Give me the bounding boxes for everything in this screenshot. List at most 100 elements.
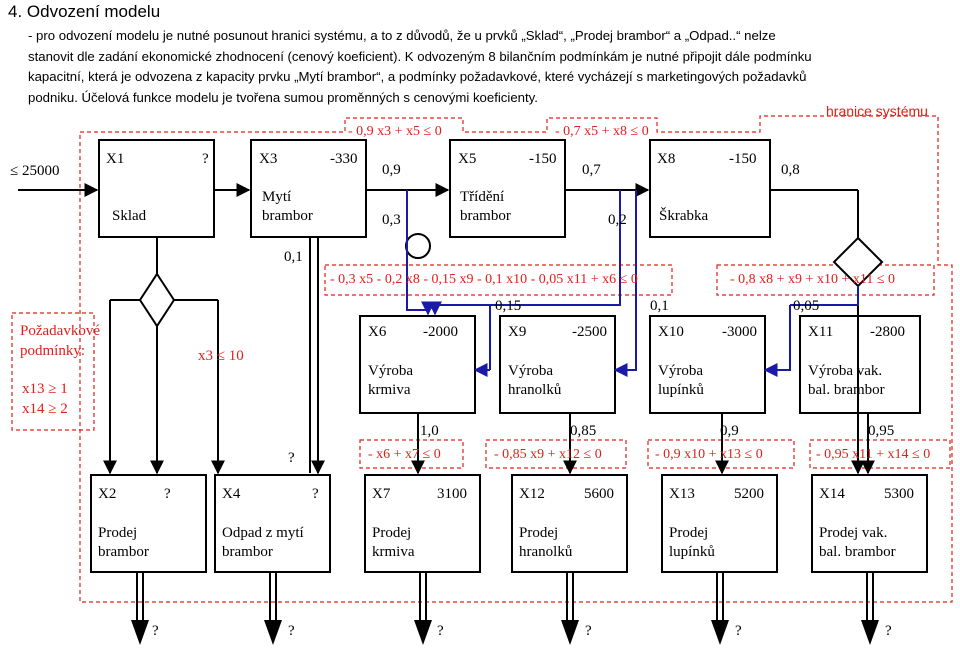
coef-0-3: 0,3 [382,212,401,228]
x3-name2: brambor [262,208,313,224]
constraint-8: - 0,95 x11 + x14 ≤ 0 [816,447,931,462]
coef-0-15: 0,15 [495,298,522,314]
constraint-3: - 0,3 x5 - 0,2 x8 - 0,15 x9 - 0,1 x10 - … [330,272,638,287]
x9-coef: -2500 [572,324,607,340]
coef-0-1b: 0,1 [650,298,669,314]
x11-var: X11 [808,324,834,340]
intro-paragraph: - pro odvození modelu je nutné posunout … [28,26,956,108]
x3-limit: x3 ≤ 10 [198,348,244,364]
box-x6 [359,315,476,414]
box-x3 [250,139,367,238]
para-line-3: kapacitní, která je odvozena z kapacity … [28,69,807,84]
x2-name2: brambor [98,544,149,560]
constraint-7: - 0,9 x10 + x13 ≤ 0 [655,447,763,462]
x3-var: X3 [259,151,278,167]
constraint-6: - 0,85 x9 + x12 ≤ 0 [494,447,602,462]
box-x14 [811,474,928,573]
box-x13 [661,474,778,573]
box-x7 [364,474,481,573]
x7-name1: Prodej [372,525,412,541]
unknown-6: ? [885,623,892,639]
x7-name2: krmiva [372,544,415,560]
x14-coef: 5300 [884,486,914,502]
x3-name1: Mytí [262,189,292,205]
coef-0-1: 0,1 [284,249,303,265]
box-x2 [90,474,207,573]
unknown-mid: ? [288,450,295,466]
output-arrowheads [131,620,879,645]
coef-0-85: 0,85 [570,423,597,439]
coef-0-9b: 0,9 [720,423,739,439]
x7-var: X7 [372,486,391,502]
x12-name1: Prodej [519,525,559,541]
x10-coef: -3000 [722,324,757,340]
constraint-5: - x6 + x7 ≤ 0 [368,447,441,462]
constraint-1: - 0,9 x3 + x5 ≤ 0 [348,124,442,139]
x11-name1: Výroba vak. [808,363,883,379]
constraint-2: - 0,7 x5 + x8 ≤ 0 [555,124,649,139]
para-line-2: stanovit dle zadání ekonomické zhodnocen… [28,48,812,64]
x5-name1: Třídění [460,189,505,205]
x4-name2: brambor [222,544,273,560]
box-x11 [799,315,921,414]
x10-var: X10 [658,324,684,340]
constraint-4: - 0,8 x8 + x9 + x10 + x11 ≤ 0 [730,272,896,287]
x13-coef: 5200 [734,486,764,502]
coef-1-0: 1,0 [420,423,439,439]
x7-coef: 3100 [437,486,467,502]
req-title-2: podmínky: [20,343,86,359]
req-x14: x14 ≥ 2 [22,401,68,417]
para-line-1: - pro odvození modelu je nutné posunout … [28,28,776,43]
x14-var: X14 [819,486,845,502]
x2-var: X2 [98,486,117,502]
x4-name1: Odpad z mytí [222,525,304,541]
x6-coef: -2000 [423,324,458,340]
x5-coef: -150 [529,151,557,167]
req-title-1: Požadavkové [20,323,100,339]
box-x4 [214,474,331,573]
coef-0-95: 0,95 [868,423,895,439]
x11-name2: bal. brambor [808,382,885,398]
x5-name2: brambor [460,208,511,224]
x4-coef: ? [312,486,319,502]
unknown-3: ? [437,623,444,639]
x2-name1: Prodej [98,525,138,541]
x14-name2: bal. brambor [819,544,896,560]
x13-name1: Prodej [669,525,709,541]
decision-diamonds [138,233,884,328]
boundary-label: hranice systému [826,103,928,119]
box-x5 [449,139,566,238]
box-x10 [649,315,766,414]
unknown-4: ? [585,623,592,639]
unknown-5: ? [735,623,742,639]
coef-0-7: 0,7 [582,162,601,178]
coef-0-8: 0,8 [781,162,800,178]
x6-var: X6 [368,324,387,340]
unknown-1: ? [152,623,159,639]
box-x8 [649,139,771,238]
black-flows [18,183,875,625]
x9-name1: Výroba [508,363,553,379]
capacity-label: ≤ 25000 [10,163,60,179]
diamond-left [138,272,176,328]
x9-var: X9 [508,324,527,340]
x2-coef: ? [164,486,171,502]
x12-var: X12 [519,486,545,502]
x6-name1: Výroba [368,363,413,379]
x8-coef: -150 [729,151,757,167]
x8-name1: Škrabka [659,208,709,224]
req-x13: x13 ≥ 1 [22,381,68,397]
x4-var: X4 [222,486,241,502]
x6-name2: krmiva [368,382,411,398]
x9-name2: hranolků [508,382,562,398]
x5-var: X5 [458,151,477,167]
x10-name1: Výroba [658,363,703,379]
x11-coef: -2800 [870,324,905,340]
blue-flows [406,190,859,377]
x14-name1: Prodej vak. [819,525,888,541]
coef-0-05: 0,05 [793,298,820,314]
para-line-4: podniku. Účelová funkce modelu je tvořen… [28,89,538,105]
x3-coef: -330 [330,151,358,167]
section-heading: 4. Odvození modelu [8,2,161,21]
x13-name2: lupínků [669,544,715,560]
